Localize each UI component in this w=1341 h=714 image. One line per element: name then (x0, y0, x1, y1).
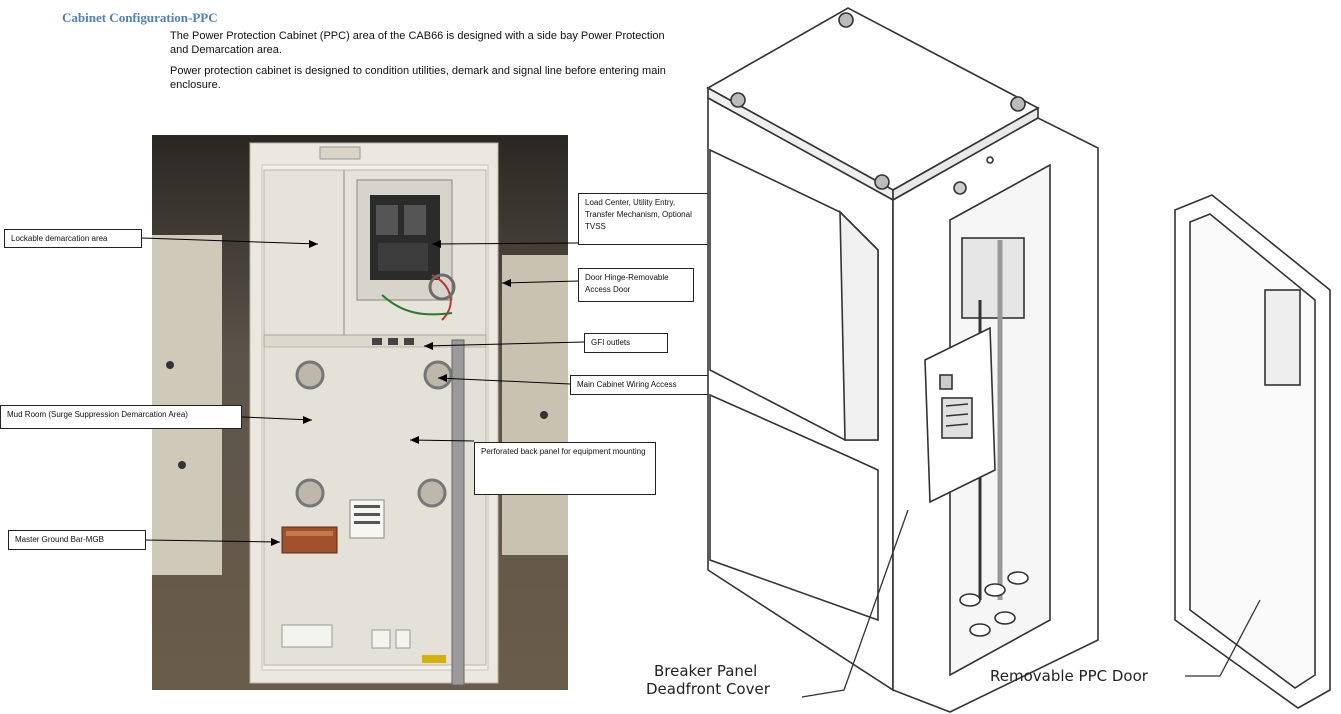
callout-perforated-panel: Perforated back panel for equipment moun… (474, 442, 656, 495)
section-title: Cabinet Configuration-PPC (62, 10, 218, 25)
removable-door-label: Removable PPC Door (990, 667, 1148, 685)
callout-master-ground-bar: Master Ground Bar-MGB (8, 530, 146, 550)
deadfront-cover-label: Deadfront Cover (646, 680, 770, 698)
purpose-paragraph: Power protection cabinet is designed to … (170, 65, 666, 91)
callout-lockable-demarcation: Lockable demarcation area (4, 229, 142, 248)
callout-door-hinge: Door Hinge-Removable Access Door (578, 268, 694, 302)
callout-main-wiring: Main Cabinet Wiring Access (570, 375, 712, 395)
callout-load-center: Load Center, Utility Entry, Transfer Mec… (578, 193, 710, 245)
intro-paragraph: The Power Protection Cabinet (PPC) area … (170, 30, 665, 56)
cabinet-line-drawing (706, 7, 1331, 713)
breaker-panel-label: Breaker Panel (654, 662, 758, 680)
callout-mud-room: Mud Room (Surge Suppression Demarcation … (0, 405, 242, 429)
callout-gfi-outlets: GFI outlets (584, 333, 668, 353)
lifting-eyes (730, 12, 1026, 190)
